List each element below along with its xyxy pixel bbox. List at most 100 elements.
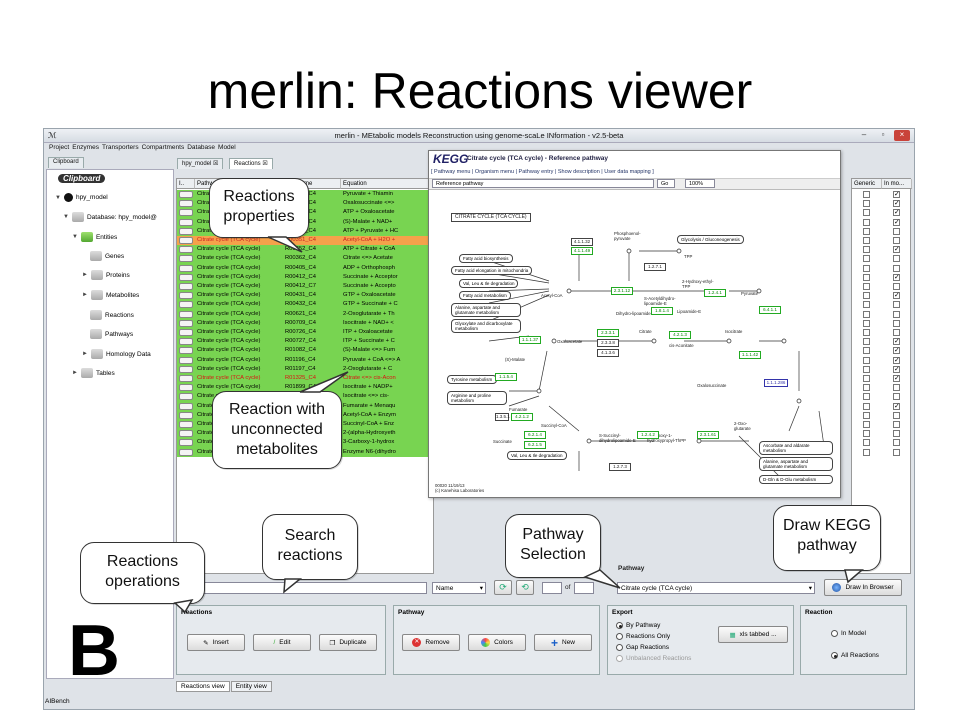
menu-enzymes[interactable]: Enzymes	[72, 144, 99, 151]
generic-checkbox[interactable]	[863, 218, 870, 226]
sidebar-item-entities[interactable]: ▼Entities	[72, 232, 117, 242]
row-info-button[interactable]	[179, 347, 193, 355]
generic-checkbox[interactable]	[863, 430, 870, 438]
in-model-checkbox[interactable]: ✓	[893, 273, 900, 281]
kegg-pathway-box[interactable]: Glycolysis / Gluconeogenesis	[677, 235, 744, 244]
generic-checkbox[interactable]	[863, 246, 870, 254]
enzyme-box[interactable]: 1.2.7.3	[609, 463, 631, 471]
row-info-button[interactable]	[179, 200, 193, 208]
generic-checkbox[interactable]	[863, 356, 870, 364]
tab-reactions[interactable]: Reactions ☒	[229, 158, 273, 169]
generic-checkbox[interactable]	[863, 393, 870, 401]
menu-project[interactable]: Project	[49, 144, 70, 151]
in-model-checkbox[interactable]: ✓	[893, 365, 900, 373]
row-info-button[interactable]	[179, 365, 193, 373]
generic-checkbox[interactable]	[863, 310, 870, 318]
sidebar-item-genes[interactable]: Genes	[90, 251, 124, 261]
tab-clipboard[interactable]: Clipboard	[48, 157, 84, 168]
pathway-select[interactable]: Citrate cycle (TCA cycle)▾	[617, 582, 815, 594]
enzyme-box[interactable]: 1.1.1.286	[764, 379, 788, 387]
sidebar-item-metabolites[interactable]: ►Metabolites	[82, 290, 139, 300]
radio-gap-reactions[interactable]: Gap Reactions	[616, 644, 669, 651]
tab-entity-view[interactable]: Entity view	[230, 681, 272, 692]
remove-button[interactable]: ✕Remove	[402, 634, 460, 651]
insert-button[interactable]: ✎Insert	[187, 634, 245, 651]
enzyme-box[interactable]: 6.2.1.4	[524, 431, 546, 439]
kegg-go-button[interactable]: Go	[657, 179, 675, 188]
enzyme-box[interactable]: 1.1.1.37	[519, 336, 541, 344]
radio-in-model[interactable]: In Model	[831, 630, 866, 637]
row-info-button[interactable]	[179, 283, 193, 290]
kegg-pathway-box[interactable]: Val, Leu & Ile degradation	[459, 279, 519, 288]
in-model-checkbox[interactable]: ✓	[893, 200, 900, 208]
in-model-checkbox[interactable]	[893, 264, 900, 272]
compound-label[interactable]: S-Acetyldihydro-lipoamide-E	[644, 296, 676, 306]
compound-label[interactable]: Succinate	[493, 439, 512, 444]
enzyme-box[interactable]: 6.4.1.1	[759, 306, 781, 314]
in-model-checkbox[interactable]: ✓	[893, 218, 900, 226]
enzyme-box[interactable]: 4.1.1.49	[571, 247, 593, 255]
row-info-button[interactable]	[179, 448, 193, 456]
column-header[interactable]: I..	[177, 179, 195, 189]
compound-label[interactable]: Pyruvate	[741, 291, 758, 296]
row-info-button[interactable]	[179, 384, 193, 392]
kegg-pathway-box[interactable]: Arginine and proline metabolism	[447, 391, 507, 405]
kegg-pathway-box[interactable]: Fatty acid elongation in mitochondria	[451, 266, 533, 275]
generic-checkbox[interactable]	[863, 283, 870, 290]
kegg-pathway-box[interactable]: D-Gln & D-Glu metabolism	[759, 475, 833, 484]
kegg-links[interactable]: [ Pathway menu | Organism menu | Pathway…	[431, 169, 654, 175]
row-info-button[interactable]	[179, 375, 193, 382]
generic-checkbox[interactable]	[863, 273, 870, 281]
close-icon[interactable]: ☒	[213, 161, 219, 167]
enzyme-box[interactable]: 6.2.1.5	[524, 441, 546, 449]
generic-checkbox[interactable]	[863, 227, 870, 235]
kegg-pathway-box[interactable]: Val, Leu & Ile degradation	[507, 451, 567, 460]
search-prev-button[interactable]: ⟲	[516, 580, 534, 595]
in-model-checkbox[interactable]: ✓	[893, 292, 900, 300]
kegg-pathway-box[interactable]: Alanine, aspartate and glutamate metabol…	[759, 457, 833, 471]
in-model-checkbox[interactable]: ✓	[893, 402, 900, 410]
enzyme-box[interactable]: 2.3.1.61	[697, 431, 719, 439]
expand-arrow-icon[interactable]: ►	[72, 370, 78, 376]
compound-label[interactable]: 2-Oxo-glutarate	[734, 421, 751, 431]
enzyme-box[interactable]: 4.1.1.32	[571, 238, 593, 246]
row-info-button[interactable]	[179, 439, 193, 447]
generic-checkbox[interactable]	[863, 421, 870, 428]
row-info-button[interactable]	[179, 421, 193, 428]
kegg-pathway-box[interactable]: Fatty acid biosynthesis	[459, 254, 513, 263]
in-model-checkbox[interactable]: ✓	[893, 338, 900, 346]
generic-checkbox[interactable]	[863, 237, 870, 244]
generic-checkbox[interactable]	[863, 191, 870, 198]
in-model-checkbox[interactable]	[893, 237, 900, 244]
expand-arrow-icon[interactable]: ▼	[72, 234, 78, 240]
compound-label[interactable]: Oxalosuccinate	[697, 383, 727, 388]
in-model-checkbox[interactable]	[893, 310, 900, 318]
kegg-pathway-box[interactable]: Ascorbate and aldarate metabolism	[759, 441, 833, 455]
in-model-checkbox[interactable]	[893, 393, 900, 401]
expand-arrow-icon[interactable]: ►	[82, 292, 88, 298]
generic-checkbox[interactable]	[863, 384, 870, 392]
row-info-button[interactable]	[179, 310, 193, 318]
kegg-zoom-select[interactable]: 100%	[685, 179, 715, 188]
in-model-checkbox[interactable]	[893, 301, 900, 309]
generic-checkbox[interactable]	[863, 292, 870, 300]
generic-checkbox[interactable]	[863, 375, 870, 382]
compound-label[interactable]: 3-Carboxy-1-hydroxypropyl-ThPP	[647, 433, 686, 443]
enzyme-box[interactable]: 1.1.5.4	[495, 373, 517, 381]
generic-checkbox[interactable]	[863, 347, 870, 355]
in-model-checkbox[interactable]	[893, 255, 900, 263]
in-model-checkbox[interactable]: ✓	[893, 347, 900, 355]
generic-checkbox[interactable]	[863, 255, 870, 263]
maximize-button[interactable]: ▫	[881, 130, 885, 139]
in-model-checkbox[interactable]	[893, 411, 900, 419]
search-field-select[interactable]: Name▾	[432, 582, 486, 594]
duplicate-button[interactable]: ❐Duplicate	[319, 634, 377, 651]
